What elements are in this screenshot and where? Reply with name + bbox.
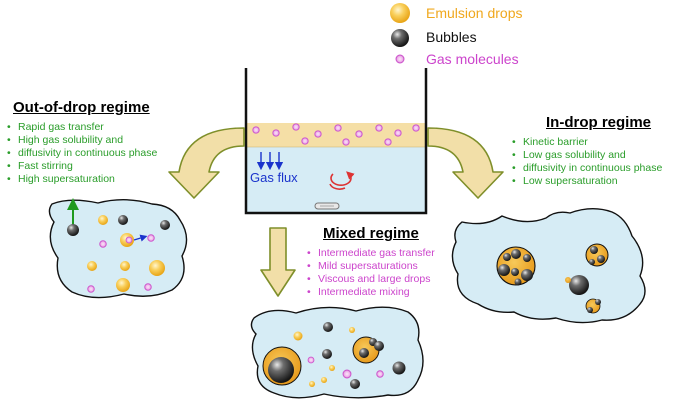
out-of-drop-sample xyxy=(48,198,188,299)
gas-flux-label: Gas flux xyxy=(250,170,298,185)
mixed-title: Mixed regime xyxy=(323,225,419,242)
list-item: High supersaturation xyxy=(6,173,157,186)
in-drop-blob xyxy=(451,208,646,324)
beaker-liquid xyxy=(246,147,426,213)
legend-bubbles-label: Bubbles xyxy=(426,29,477,45)
list-item: Kinetic barrier xyxy=(511,136,662,149)
legend-gas-molecule-icon xyxy=(395,54,405,64)
out-of-drop-title: Out-of-drop regime xyxy=(13,99,150,116)
list-item: Mild supersaturations xyxy=(306,260,435,273)
legend-emulsion-drops-label: Emulsion drops xyxy=(426,5,523,21)
arrow-to-mixed xyxy=(260,227,296,297)
list-item: Fast stirring xyxy=(6,160,157,173)
oil-layer-molecules xyxy=(252,123,420,146)
list-item: Rapid gas transfer xyxy=(6,121,157,134)
in-drop-title: In-drop regime xyxy=(546,114,652,131)
list-item-continuation: diffusivity in continuous phase xyxy=(511,162,662,175)
list-item: Low gas solubility and xyxy=(511,149,662,162)
out-of-drop-bullets: Rapid gas transfer High gas solubility a… xyxy=(6,121,157,186)
stirring-arrows-icon xyxy=(329,171,355,190)
list-item: Intermediate gas transfer xyxy=(306,247,435,260)
beaker xyxy=(244,68,428,215)
in-drop-bullets: Kinetic barrier Low gas solubility and d… xyxy=(511,136,662,188)
gas-flux-arrows xyxy=(256,152,284,171)
stir-bar-icon xyxy=(314,202,340,210)
in-drop-sample xyxy=(451,208,646,324)
list-item: High gas solubility and xyxy=(6,134,157,147)
arrow-to-out-of-drop xyxy=(168,127,245,199)
legend-bubble-icon xyxy=(391,29,409,47)
list-item-continuation: diffusivity in continuous phase xyxy=(6,147,157,160)
mixed-sample xyxy=(250,306,424,399)
list-item: Low supersaturation xyxy=(511,175,662,188)
list-item: Viscous and large drops xyxy=(306,273,435,286)
arrow-to-in-drop xyxy=(427,127,504,199)
mixed-bullets: Intermediate gas transfer Mild supersatu… xyxy=(306,247,435,299)
list-item: Intermediate mixing xyxy=(306,286,435,299)
legend-emulsion-drop-icon xyxy=(390,3,410,23)
legend-gas-molecules-label: Gas molecules xyxy=(426,51,519,67)
